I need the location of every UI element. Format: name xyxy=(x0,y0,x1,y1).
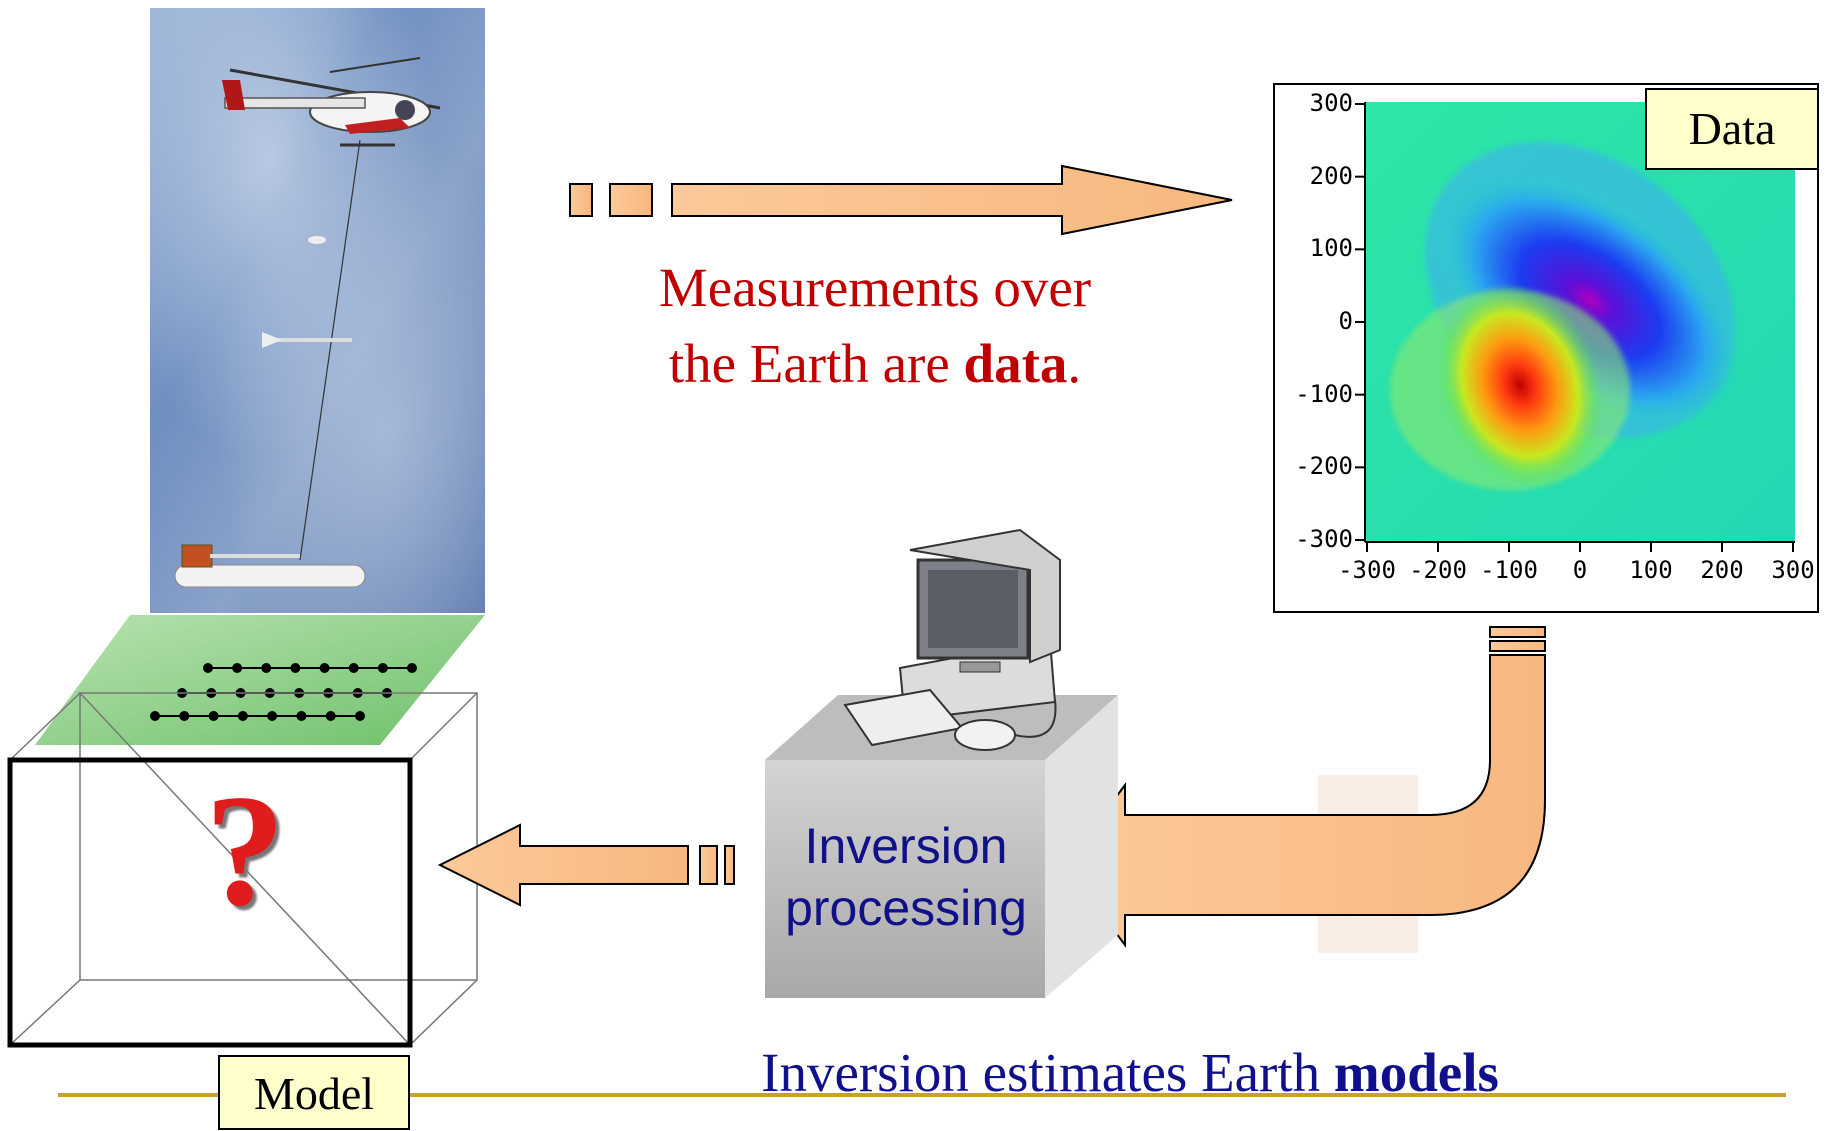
data-map-panel xyxy=(1273,83,1819,613)
measurements-caption-suffix: . xyxy=(1067,333,1082,394)
y-tick-label: 200 xyxy=(1309,161,1353,190)
inversion-caption: Inversion estimates Earth models xyxy=(680,1035,1580,1111)
measurements-caption: Measurements over the Earth are data. xyxy=(560,250,1190,402)
survey-station xyxy=(290,663,301,673)
inversion-label-line2: processing xyxy=(785,880,1027,936)
survey-station xyxy=(203,663,213,673)
y-tick-label: 300 xyxy=(1309,89,1353,117)
measurements-caption-bold: data xyxy=(963,333,1068,394)
x-tick-label: -100 xyxy=(1480,556,1538,584)
y-tick-label: -200 xyxy=(1295,452,1353,481)
x-tick-label: 300 xyxy=(1771,556,1815,584)
helicopter-survey-photo xyxy=(150,8,485,613)
model-arrow xyxy=(437,823,735,907)
survey-station xyxy=(179,711,190,721)
survey-station xyxy=(296,711,307,721)
survey-station xyxy=(261,663,272,673)
model-cube xyxy=(7,692,478,1048)
survey-station xyxy=(150,711,160,721)
y-tick-label: -100 xyxy=(1295,379,1353,408)
inversion-label-line1: Inversion xyxy=(804,818,1008,874)
computer-icon xyxy=(843,528,1061,751)
inversion-pipe-arrow xyxy=(1063,626,1546,953)
survey-station xyxy=(232,663,243,673)
survey-station xyxy=(237,711,248,721)
model-label: Model xyxy=(218,1055,410,1130)
flight-lines xyxy=(150,663,417,721)
y-tick-label: -300 xyxy=(1295,525,1353,553)
computer-workstation xyxy=(765,528,1118,998)
x-tick-label: 100 xyxy=(1629,556,1673,584)
tow-cable xyxy=(299,139,361,561)
inversion-caption-prefix: Inversion estimates Earth xyxy=(761,1042,1334,1103)
data-label: Data xyxy=(1645,88,1819,170)
survey-plane xyxy=(35,615,485,745)
helicopter-icon xyxy=(222,57,441,147)
x-tick-label: -200 xyxy=(1409,556,1467,584)
survey-station xyxy=(325,711,336,721)
unknown-model-question-mark: ? xyxy=(205,761,285,939)
measurement-arrow xyxy=(569,164,1233,236)
survey-station xyxy=(355,711,365,721)
bird-small xyxy=(308,236,326,244)
x-tick-label: 200 xyxy=(1700,556,1744,584)
measurements-caption-prefix: the Earth are xyxy=(668,333,964,394)
survey-station xyxy=(319,663,330,673)
survey-station xyxy=(348,663,359,673)
survey-station xyxy=(267,711,278,721)
y-tick-label: 0 xyxy=(1338,307,1353,335)
survey-station xyxy=(377,663,388,673)
y-tick-label: 100 xyxy=(1309,234,1353,263)
em-sensor-bird xyxy=(174,544,366,588)
measurements-caption-line2: the Earth are data. xyxy=(560,326,1190,402)
survey-station xyxy=(407,663,417,673)
x-tick-label: 0 xyxy=(1572,556,1588,584)
measurements-caption-line1: Measurements over xyxy=(658,257,1092,318)
inversion-processing-label: Inversion processing xyxy=(765,815,1047,939)
inversion-caption-bold: models xyxy=(1333,1042,1499,1103)
bird-medium xyxy=(262,332,352,348)
x-tick-label: -300 xyxy=(1338,556,1396,584)
survey-station xyxy=(208,711,219,721)
